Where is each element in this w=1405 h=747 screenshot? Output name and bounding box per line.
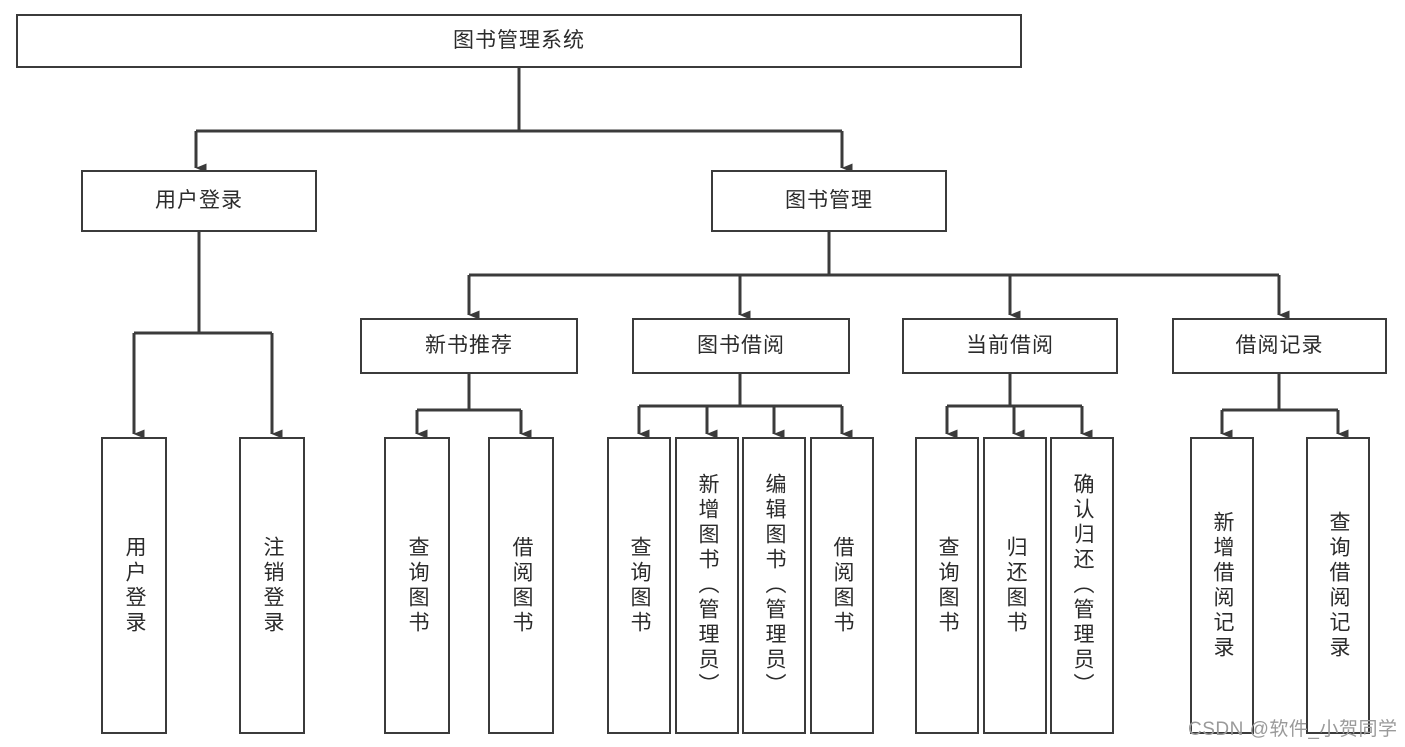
- leaf-borrow-record-query[interactable]: 查询借阅记录: [1306, 437, 1370, 734]
- node-label: 确认归还（管理员）: [1071, 473, 1095, 698]
- node-user-login[interactable]: 用户登录: [81, 170, 317, 232]
- leaf-current-borrow-query[interactable]: 查询图书: [915, 437, 979, 734]
- node-label: 新增图书（管理员）: [696, 473, 720, 698]
- node-label: 借阅图书: [510, 535, 534, 636]
- node-label: 图书管理: [785, 189, 873, 213]
- leaf-book-borrow-edit[interactable]: 编辑图书（管理员）: [742, 437, 806, 734]
- node-book-management[interactable]: 图书管理: [711, 170, 947, 232]
- node-new-book-recommend[interactable]: 新书推荐: [360, 318, 578, 374]
- node-label: 用户登录: [123, 535, 147, 636]
- leaf-user-login-logout[interactable]: 注销登录: [239, 437, 305, 734]
- node-current-borrow[interactable]: 当前借阅: [902, 318, 1118, 374]
- node-label: 新书推荐: [425, 334, 513, 358]
- leaf-user-login-login[interactable]: 用户登录: [101, 437, 167, 734]
- leaf-new-book-query[interactable]: 查询图书: [384, 437, 450, 734]
- node-label: 查询借阅记录: [1327, 510, 1351, 661]
- leaf-book-borrow-add[interactable]: 新增图书（管理员）: [675, 437, 739, 734]
- node-label: 注销登录: [261, 535, 285, 636]
- leaf-current-borrow-confirm-return[interactable]: 确认归还（管理员）: [1050, 437, 1114, 734]
- node-label: 编辑图书（管理员）: [763, 473, 787, 698]
- node-label: 用户登录: [155, 189, 243, 213]
- watermark: CSDN @软件_小贺同学: [1188, 719, 1398, 740]
- leaf-book-borrow-query[interactable]: 查询图书: [607, 437, 671, 734]
- node-label: 查询图书: [628, 535, 652, 636]
- node-label: 新增借阅记录: [1211, 510, 1235, 661]
- node-book-borrow[interactable]: 图书借阅: [632, 318, 850, 374]
- leaf-borrow-record-add[interactable]: 新增借阅记录: [1190, 437, 1254, 734]
- node-label: 图书借阅: [697, 334, 785, 358]
- node-label: 借阅图书: [831, 535, 855, 636]
- node-label: 归还图书: [1004, 535, 1028, 636]
- leaf-book-borrow-borrow[interactable]: 借阅图书: [810, 437, 874, 734]
- node-label: 当前借阅: [966, 334, 1054, 358]
- leaf-current-borrow-return[interactable]: 归还图书: [983, 437, 1047, 734]
- node-label: 查询图书: [936, 535, 960, 636]
- node-label: 图书管理系统: [453, 29, 585, 53]
- node-label: 借阅记录: [1235, 334, 1324, 358]
- node-root-system[interactable]: 图书管理系统: [16, 14, 1022, 68]
- leaf-new-book-borrow[interactable]: 借阅图书: [488, 437, 554, 734]
- node-label: 查询图书: [406, 535, 430, 636]
- node-borrow-record[interactable]: 借阅记录: [1172, 318, 1387, 374]
